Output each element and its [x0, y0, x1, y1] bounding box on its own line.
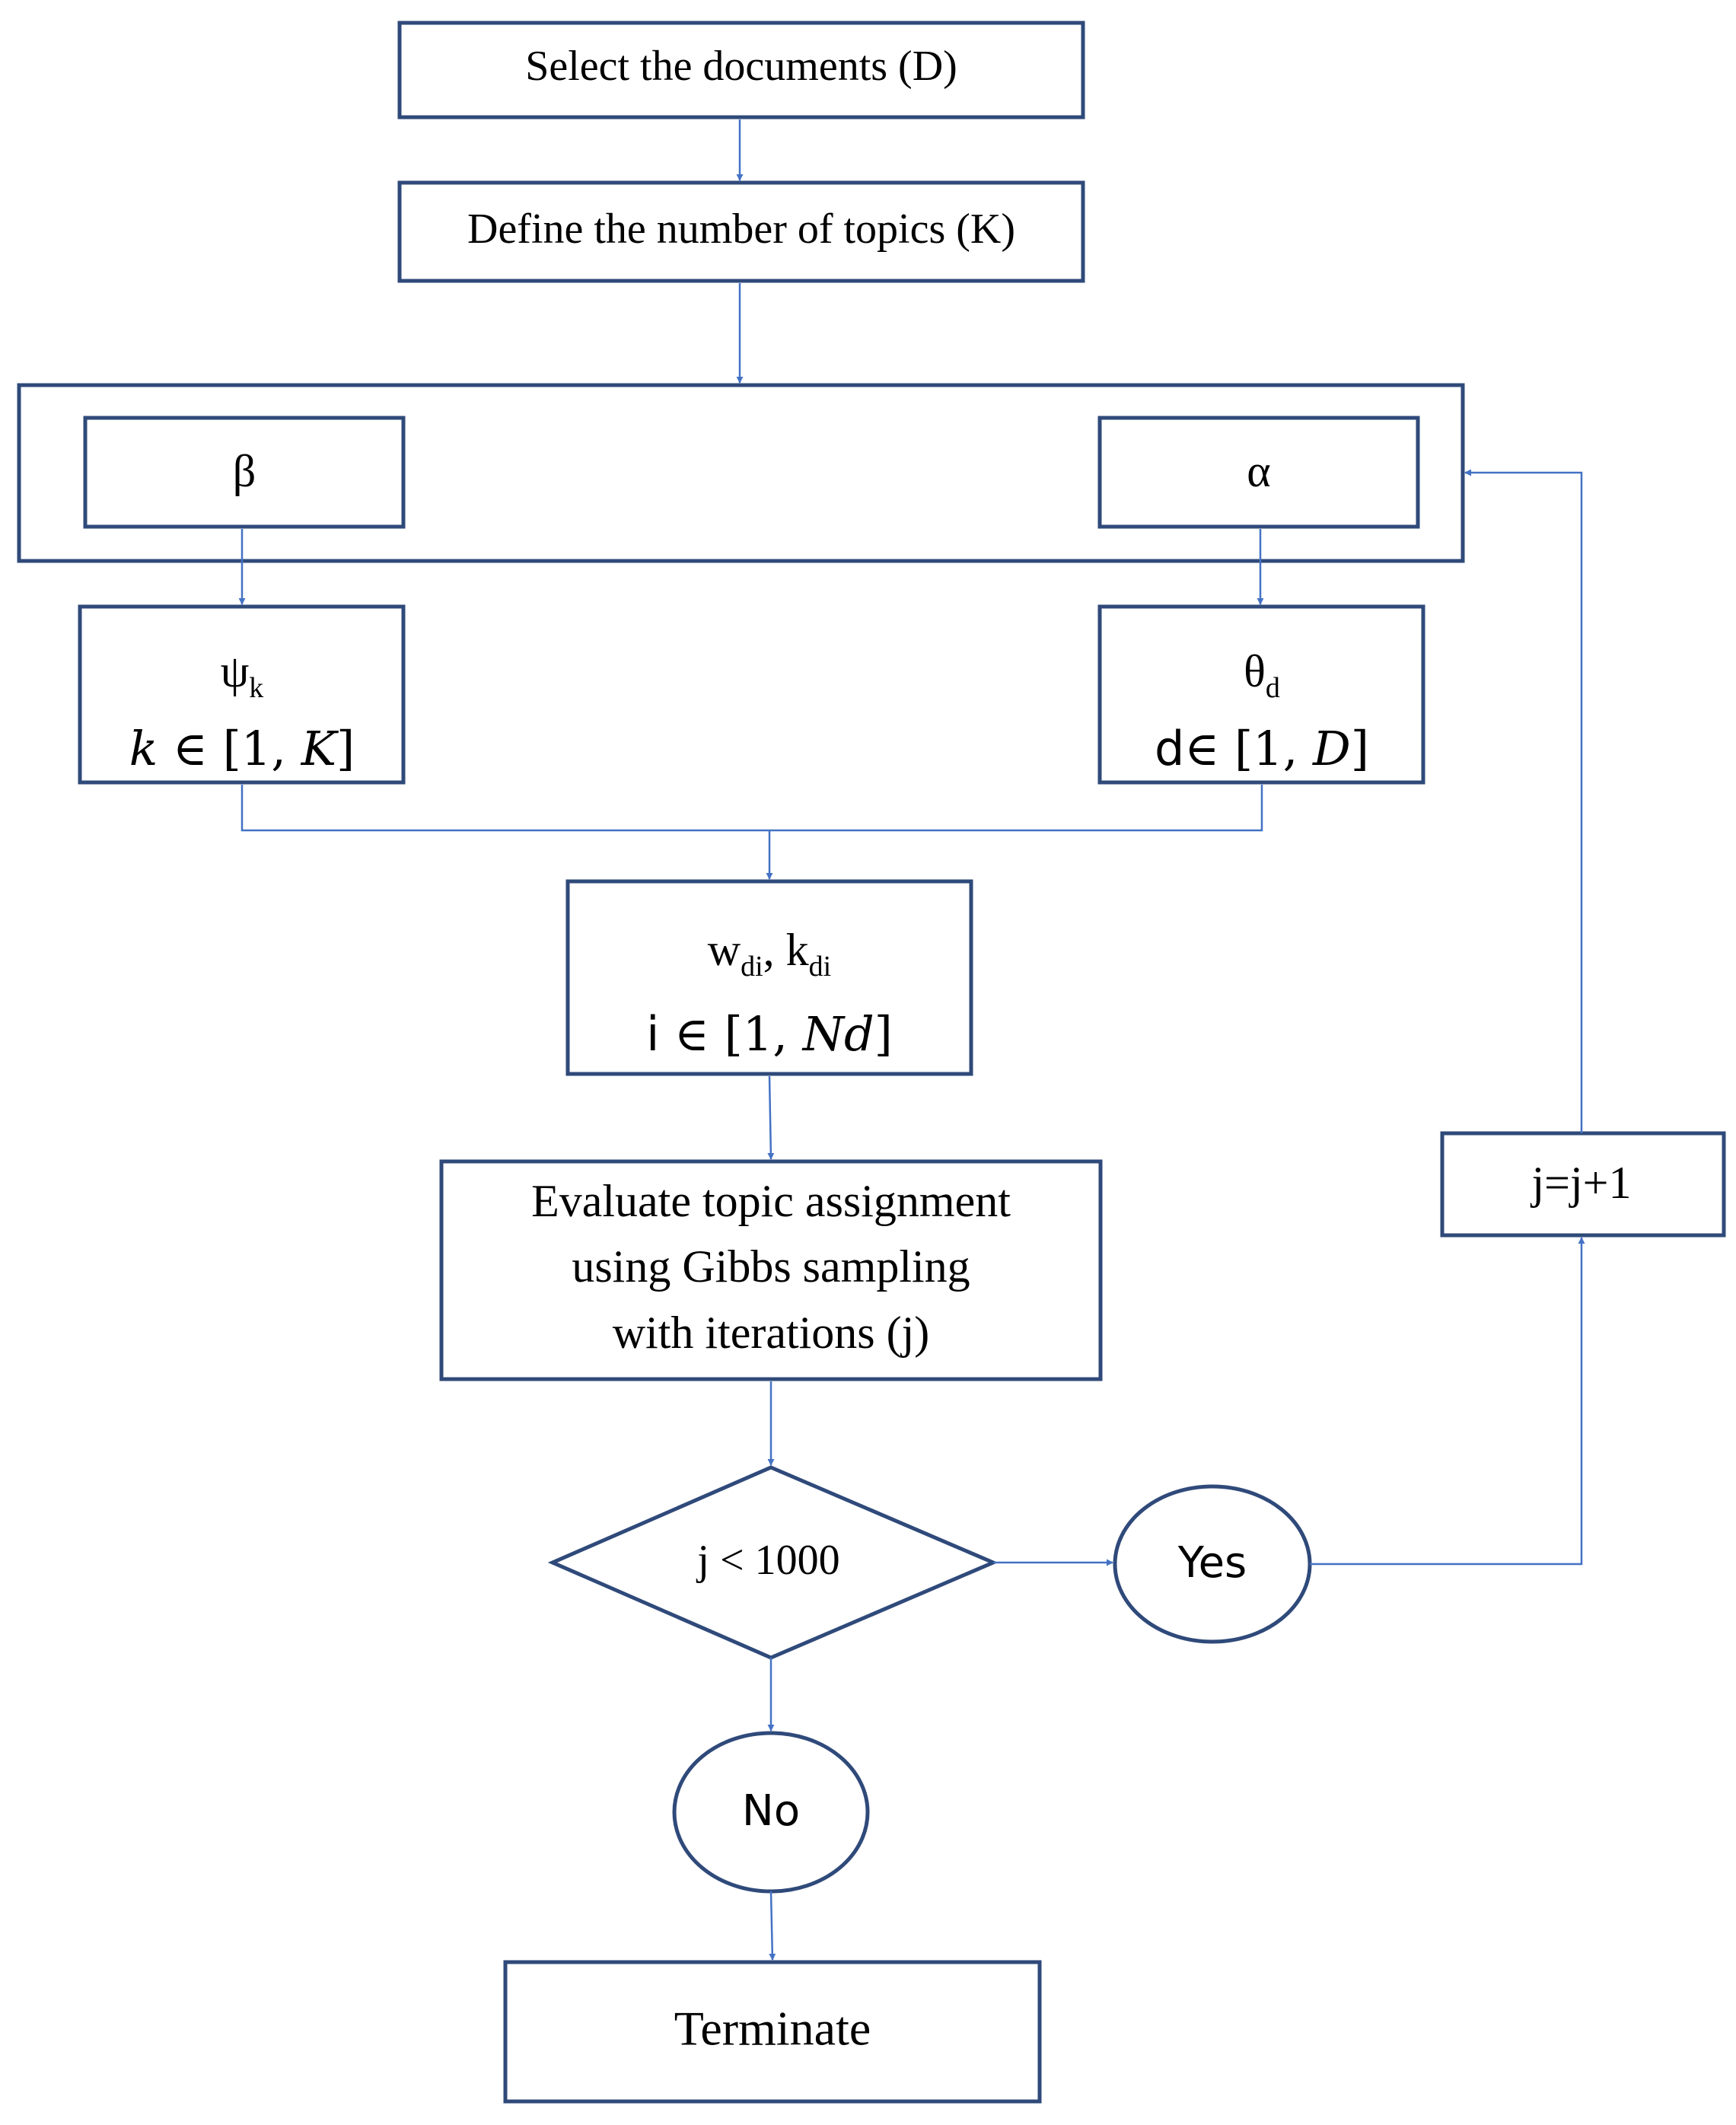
alpha-node: α: [1097, 416, 1420, 529]
yes-label: Yes: [1177, 1538, 1247, 1588]
terminate-label: Terminate: [674, 2002, 871, 2056]
evaluate-node: Evaluate topic assignment using Gibbs sa…: [439, 1159, 1103, 1381]
psi-range: k ∈ [1, K]: [129, 721, 355, 776]
theta-node: θd d∈ [1, D]: [1097, 604, 1425, 785]
define-topics-label: Define the number of topics (K): [467, 205, 1015, 253]
word-topic-label: wdi, kdi: [708, 925, 831, 983]
yes-node: Yes: [1113, 1484, 1312, 1644]
decision-label: j < 1000: [696, 1537, 839, 1584]
increment-node: j=j+1: [1440, 1131, 1726, 1238]
evaluate-line-2: using Gibbs sampling: [572, 1241, 970, 1292]
theta-range: d∈ [1, D]: [1155, 721, 1369, 776]
connector-word-topic-to-evaluate: [767, 1075, 775, 1160]
connector-increment-to-priors: [1464, 469, 1583, 1133]
no-node: No: [672, 1731, 870, 1894]
decision-node: j < 1000: [547, 1465, 999, 1660]
no-label: No: [742, 1786, 800, 1836]
select-documents-node: Select the documents (D): [397, 21, 1085, 119]
select-documents-label: Select the documents (D): [525, 43, 957, 90]
evaluate-line-1: Evaluate topic assignment: [531, 1176, 1011, 1226]
word-topic-node: wdi, kdi i ∈ [1, Nd]: [565, 879, 973, 1076]
theta-label: θd: [1244, 646, 1280, 704]
evaluate-line-3: with iterations (j): [613, 1308, 930, 1358]
define-topics-node: Define the number of topics (K): [397, 180, 1085, 283]
word-topic-range: i ∈ [1, Nd]: [646, 1006, 893, 1062]
beta-node: β: [83, 416, 406, 529]
connector-psi-theta-join: [240, 785, 1263, 832]
psi-label: ψk: [221, 646, 264, 704]
connector-yes-to-increment: [1310, 1237, 1585, 1566]
connector-no-to-terminate: [769, 1891, 776, 1961]
terminate-node: Terminate: [503, 1960, 1042, 2104]
beta-label: β: [233, 446, 256, 496]
increment-label: j=j+1: [1530, 1158, 1631, 1208]
psi-node: ψk k ∈ [1, K]: [78, 604, 406, 785]
alpha-label: α: [1247, 446, 1270, 496]
